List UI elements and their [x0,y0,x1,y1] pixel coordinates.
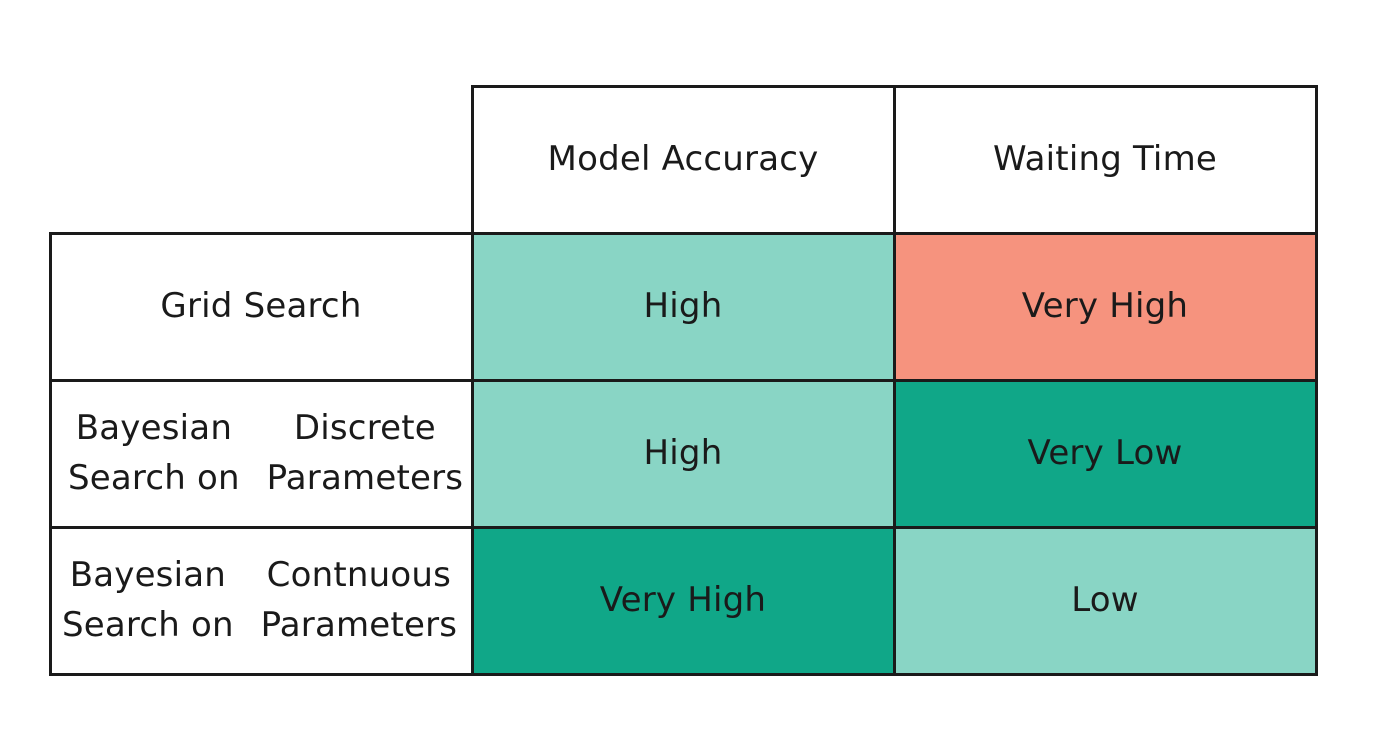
column-header: Model Accuracy [472,86,894,233]
table-border-vertical [892,84,896,676]
row-header-label: Contnuous Parameters [260,555,458,645]
row-header: Grid Search [50,233,472,380]
table-border-vertical [48,231,52,676]
table-cell-value: Very Low [1027,432,1183,473]
column-header-label: Waiting Time [992,138,1218,179]
table-cell-value: Very High [599,579,767,620]
table-cell-value: High [643,432,723,473]
row-header-label: Discrete Parameters [266,408,464,498]
table-border-horizontal [48,378,1318,382]
row-header: Bayesian Search on Contnuous Parameters [50,527,472,674]
column-header-label: Model Accuracy [547,138,819,179]
row-header: Bayesian Search on Discrete Parameters [50,380,472,527]
table-cell: Very Low [894,380,1316,527]
row-header-label: Bayesian Search on [68,408,240,498]
table-cell-value: Very High [1021,285,1189,326]
row-header-label: Grid Search [160,285,362,326]
column-header: Waiting Time [894,86,1316,233]
table-cell: High [472,380,894,527]
table-border-horizontal [48,525,1318,529]
table-cell-value: Low [1071,579,1139,620]
table-cell: Very High [894,233,1316,380]
table-cell: High [472,233,894,380]
table-cell: Very High [472,527,894,674]
table-border-vertical [1314,84,1318,676]
table-cell-value: High [643,285,723,326]
table-border-horizontal [48,231,1318,235]
table-border-horizontal [48,672,1318,676]
table-border-vertical [470,84,474,676]
row-header-label: Bayesian Search on [61,555,234,645]
table-cell: Low [894,527,1316,674]
